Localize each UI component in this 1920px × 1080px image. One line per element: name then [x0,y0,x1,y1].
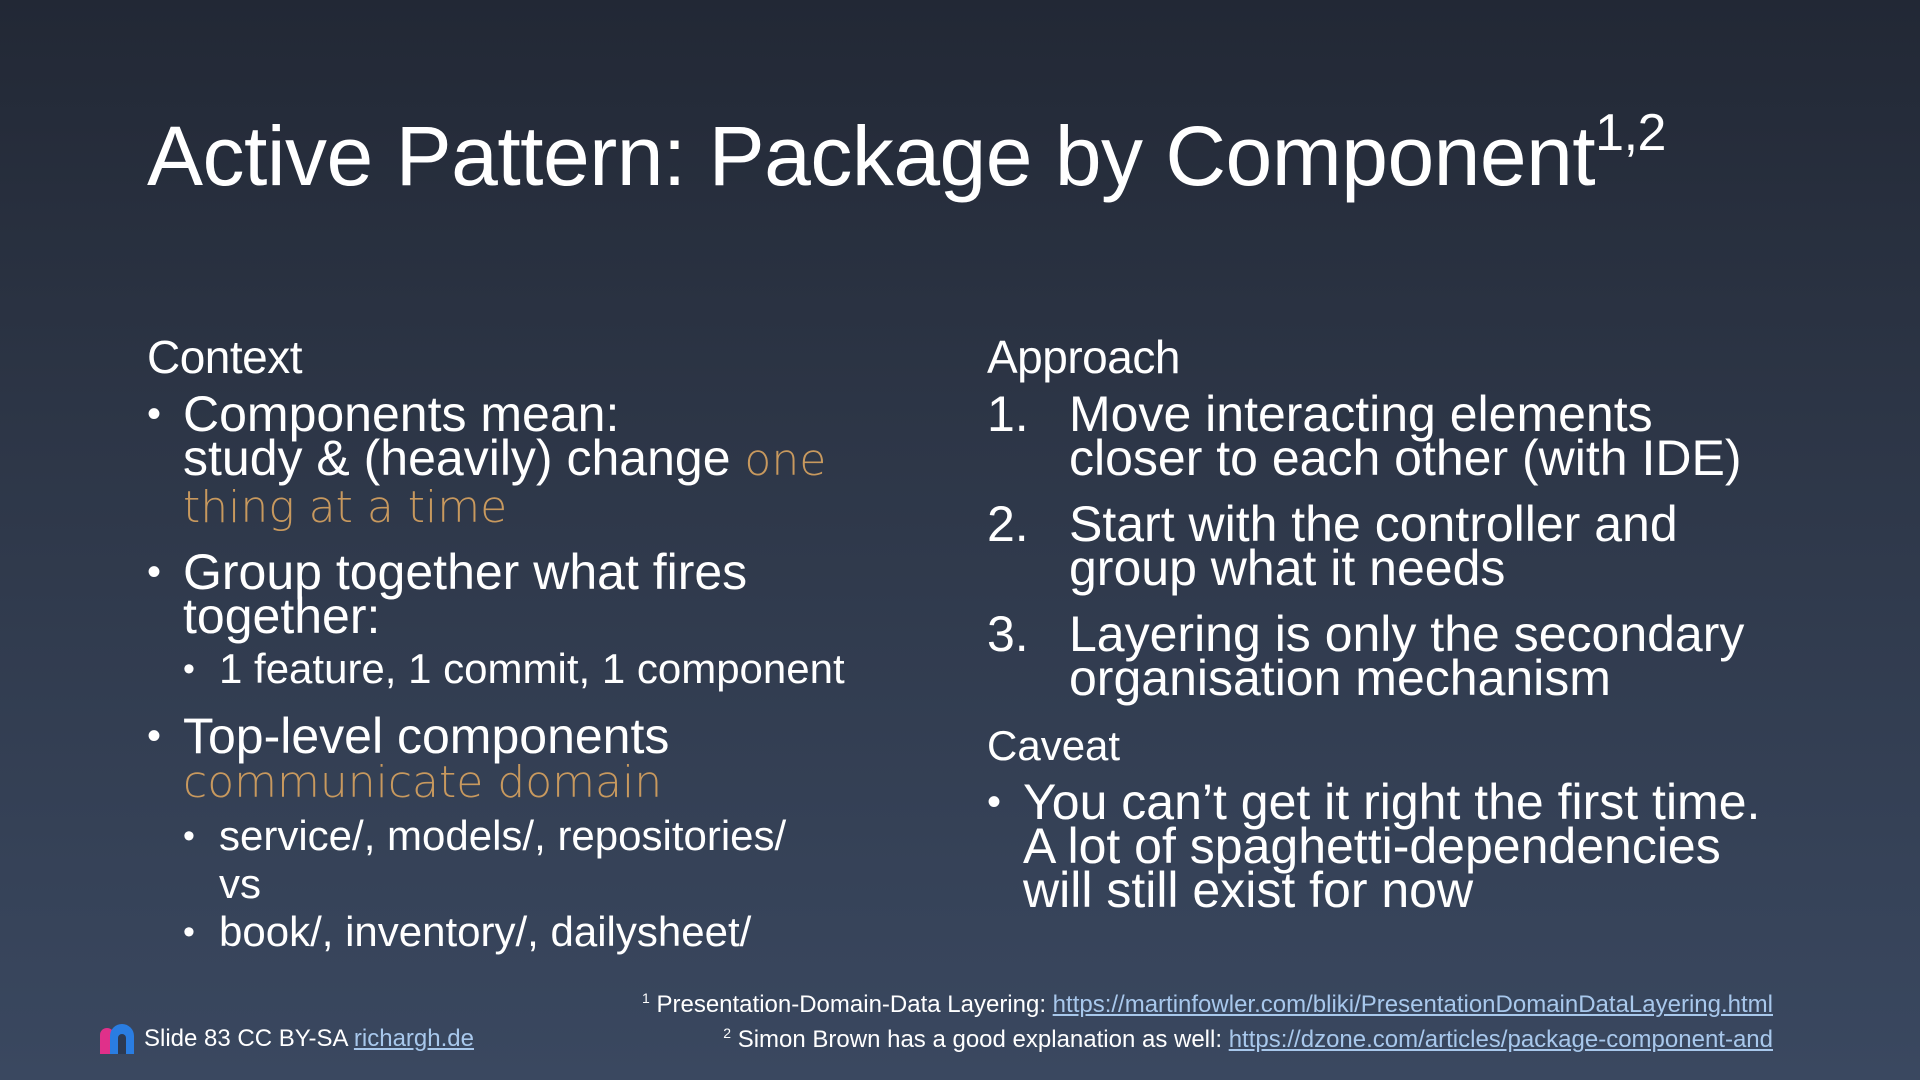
caveat-list: • You can’t get it right the first time. … [987,777,1787,915]
list-item: • Group together what fires together: • 1… [147,547,927,694]
approach-steps: 1. Move interacting elements closer to ea… [987,386,1787,703]
slide-number-text: Slide 83 CC BY-SA [144,1025,354,1052]
sub-bullet-text: book/, inventory/, dailysheet/ [219,908,752,955]
sub-list-item: • service/, models/, repositories/ [147,811,927,861]
footnote-link[interactable]: https://dzone.com/articles/package-compo… [1228,1026,1773,1053]
footnote-number: 2 [723,1025,732,1041]
caveat-text: You can’t get it right the first time. A… [1023,774,1761,918]
list-item: 1. Move interacting elements closer to ea… [987,386,1787,483]
sub-bullet-text: service/, models/, repositories/ [219,812,787,859]
sub-list-item: • 1 feature, 1 commit, 1 component [147,644,927,694]
footnote-1: 1 Presentation-Domain-Data Layering: htt… [642,984,1773,1019]
bullet-icon: • [987,780,1002,824]
list-item: • Components mean: study & (heavily) cha… [147,389,927,533]
accent-text: communicate domain [183,757,663,808]
footnote-text: Presentation-Domain-Data Layering: [656,991,1053,1018]
approach-heading: Approach [987,331,1180,383]
step-number: 1. [987,386,1029,442]
step-text: Layering is only the secondary organisat… [1069,606,1745,706]
bullet-text: Group together what fires together: [183,544,748,644]
slide-title-text: Active Pattern: Package by Component [147,109,1596,203]
sub-list: • service/, models/, repositories/ [183,811,927,861]
context-column: Context • Components mean: study & (heav… [147,330,927,977]
sub-list-item: • book/, inventory/, dailysheet/ [147,907,927,957]
context-heading: Context [147,331,303,383]
bullet-icon: • [147,550,162,594]
footnotes: 1 Presentation-Domain-Data Layering: htt… [642,984,1773,1054]
sub-list: • book/, inventory/, dailysheet/ [183,907,927,957]
approach-column: Approach 1. Move interacting elements clo… [987,330,1787,932]
bullet-icon: • [147,392,162,436]
caveat-heading: Caveat [987,722,1121,769]
bullet-text: Top-level components [183,708,670,764]
step-text: Start with the controller and group what… [1069,496,1678,596]
list-item: 3. Layering is only the secondary organis… [987,606,1787,703]
context-list: • Components mean: study & (heavily) cha… [147,389,927,957]
slide-footer: Slide 83 CC BY-SA richargh.de [100,1024,474,1054]
author-link[interactable]: richargh.de [353,1025,474,1052]
bullet-text: study & (heavily) change [183,430,745,486]
bullet-icon: • [147,714,162,758]
title-footnote-ref: 1,2 [1595,104,1666,162]
sub-list: • 1 feature, 1 commit, 1 component [183,644,927,694]
accent-text: one thing at a time [183,435,827,533]
slide-title: Active Pattern: Package by Component1,2 [147,104,1666,205]
bullet-text: Components mean: [183,386,620,442]
footnote-number: 1 [642,990,650,1006]
footnote-link[interactable]: https://martinfowler.com/bliki/Presentat… [1052,991,1773,1018]
vs-text: vs [219,860,261,907]
bullet-icon: • [183,913,195,951]
bullet-icon: • [183,817,195,855]
step-text: Move interacting elements closer to each… [1069,386,1742,486]
logo-icon [100,1024,134,1054]
step-number: 2. [987,496,1029,552]
footnote-2: 2 Simon Brown has a good explanation as … [642,1019,1773,1054]
bullet-icon: • [183,650,195,688]
list-item: • Top-level components communicate domai… [147,711,927,957]
sub-bullet-text: 1 feature, 1 commit, 1 component [219,645,845,692]
step-number: 3. [987,606,1029,662]
list-item: 2. Start with the controller and group wh… [987,496,1787,593]
list-item: • You can’t get it right the first time. … [987,777,1787,915]
footnote-text: Simon Brown has a good explanation as we… [737,1026,1229,1053]
